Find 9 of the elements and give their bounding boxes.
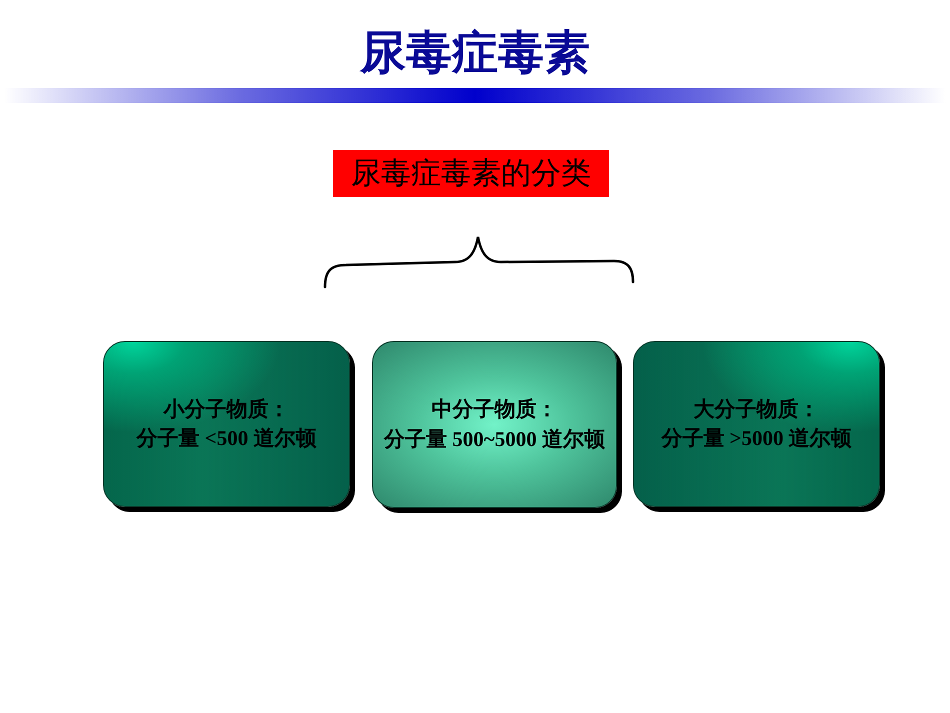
category-heading-box: [333, 150, 609, 197]
category-name: 小分子物质：: [164, 396, 290, 423]
molecular-weight-text: 分子量 <500 道尔顿: [136, 425, 316, 452]
molecular-weight-text: 分子量 >5000 道尔顿: [661, 425, 852, 452]
category-name: 中分子物质：: [432, 396, 558, 424]
title: 尿毒症毒素: [360, 26, 590, 79]
molecular-weight-text: 分子量 500~5000 道尔顿: [384, 426, 605, 452]
heading-text: 尿毒症毒素的分类: [351, 156, 591, 192]
category-name: 大分子物质：: [694, 396, 820, 423]
